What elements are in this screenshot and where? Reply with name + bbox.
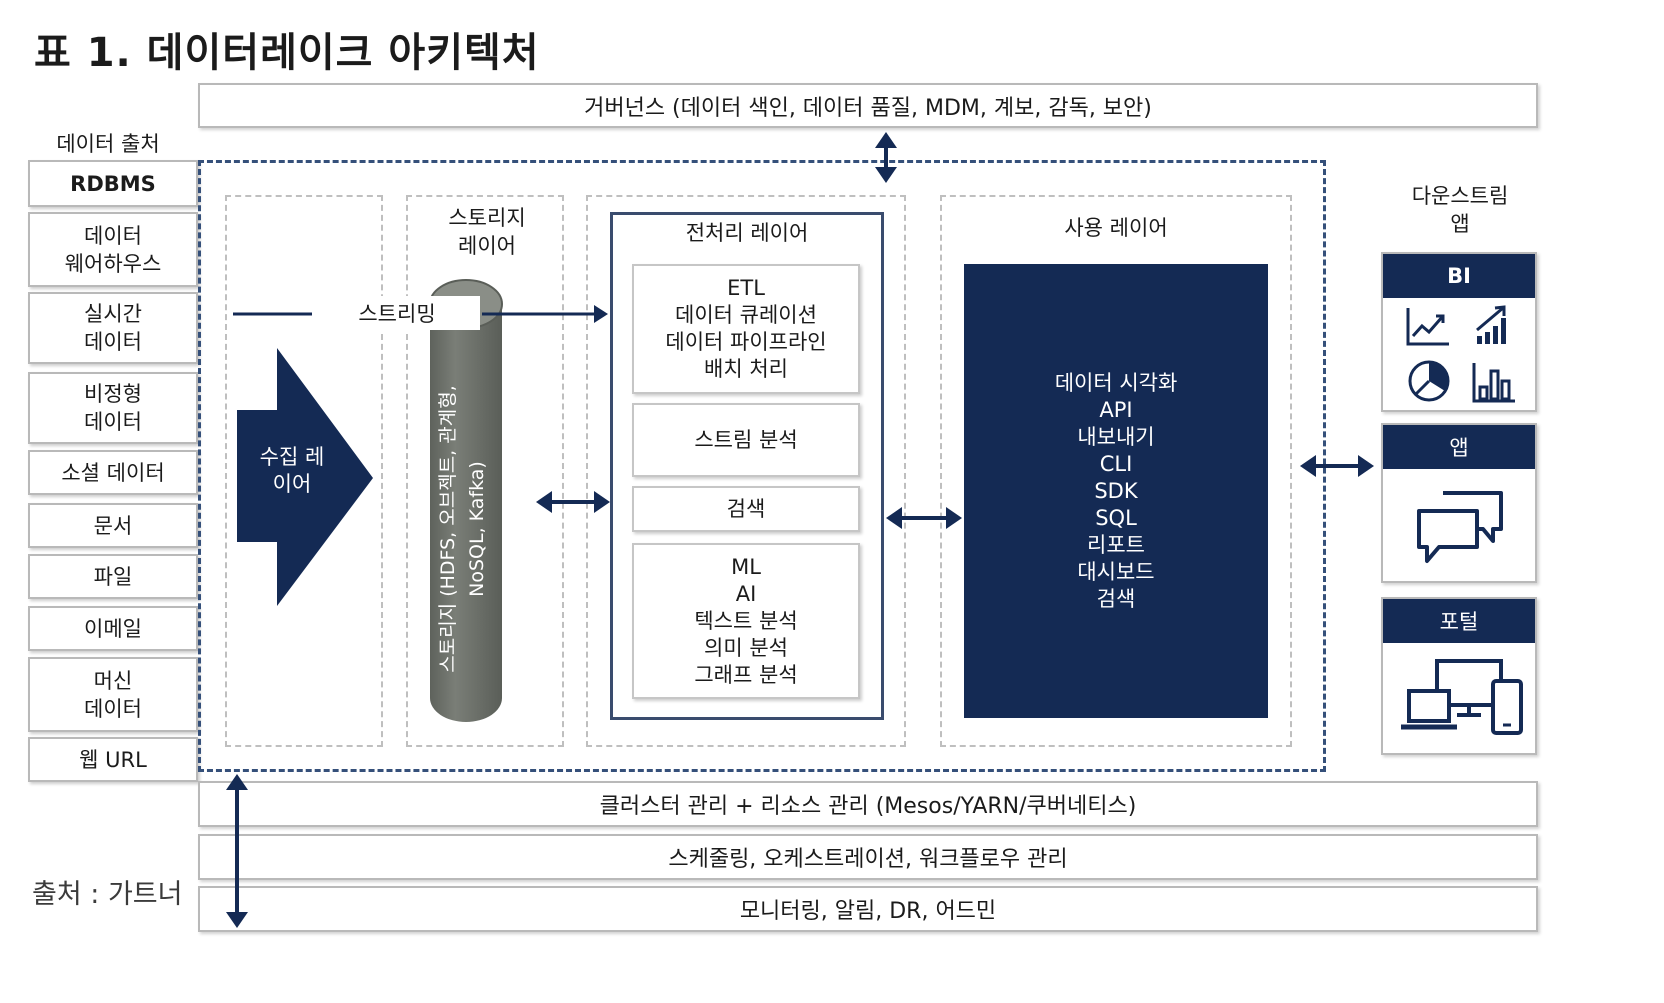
bar-trend-icon — [1476, 305, 1506, 344]
monitoring-bar: 모니터링, 알림, DR, 어드민 — [198, 886, 1538, 932]
source-credit: 출처 : 가트너 — [32, 879, 183, 910]
ingestion-layer-column — [225, 195, 383, 747]
app-card: 앱 — [1381, 423, 1537, 583]
source-realtime-data: 실시간 데이터 — [28, 292, 198, 364]
chat-bubbles-icon — [1417, 491, 1503, 563]
line-chart-icon — [1406, 308, 1449, 346]
source-rdbms: RDBMS — [28, 160, 198, 207]
ml-ai-box: ML AI 텍스트 분석 의미 분석 그래프 분석 — [632, 543, 860, 699]
portal-card: 포털 — [1381, 597, 1537, 755]
streaming-arrowhead — [594, 305, 608, 323]
governance-bar: 거버넌스 (데이터 색인, 데이터 품질, MDM, 계보, 감독, 보안) — [198, 83, 1538, 128]
diagram-title: 표 1. 데이터레이크 아키텍처 — [34, 30, 540, 76]
app-card-label: 앱 — [1383, 425, 1535, 469]
source-social-data: 소셜 데이터 — [28, 450, 198, 495]
streaming-label: 스트리밍 — [314, 296, 480, 330]
serving-layer-label: 사용 레이어 — [1064, 216, 1168, 240]
ingestion-arrow — [237, 348, 373, 606]
pie-chart-icon — [1408, 360, 1450, 402]
search-box: 검색 — [632, 486, 860, 532]
storage-layer-column — [406, 195, 564, 747]
portal-card-label: 포털 — [1383, 599, 1535, 643]
source-email: 이메일 — [28, 606, 198, 651]
source-web-url: 웹 URL — [28, 737, 198, 782]
source-documents: 문서 — [28, 503, 198, 548]
etl-box: ETL 데이터 큐레이션 데이터 파이프라인 배치 처리 — [632, 264, 860, 394]
source-machine-data: 머신 데이터 — [28, 657, 198, 732]
processing-layer-label: 전처리 레이어 — [685, 221, 809, 245]
stream-analytics-box: 스트림 분석 — [632, 403, 860, 477]
serving-layer-column — [940, 195, 1292, 747]
processing-layer-column — [586, 195, 906, 747]
cluster-management-bar: 클러스터 관리 + 리소스 관리 (Mesos/YARN/쿠버네티스) — [198, 781, 1538, 827]
bi-card-label: BI — [1383, 254, 1535, 298]
bi-card: BI — [1381, 252, 1537, 412]
scheduling-bar: 스케줄링, 오케스트레이션, 워크플로우 관리 — [198, 834, 1538, 880]
storage-layer-label: 스토리지 레이어 — [448, 206, 526, 258]
ingestion-layer-label: 수집 레 이어 — [259, 445, 325, 496]
source-unstructured-data: 비정형 데이터 — [28, 372, 198, 444]
bar-chart-icon — [1472, 363, 1515, 403]
devices-icon — [1401, 659, 1523, 735]
serving-items-box: 데이터 시각화 API 내보내기 CLI SDK SQL 리포트 대시보드 검색 — [964, 264, 1268, 718]
sources-header: 데이터 출처 — [56, 132, 160, 156]
source-files: 파일 — [28, 554, 198, 599]
storage-cylinder-text: 스토리지 (HDFS, 오브젝트, 관계형, NoSQL, Kafka) — [437, 385, 488, 673]
downstream-header: 다운스트림 앱 — [1411, 184, 1509, 236]
source-data-warehouse: 데이터 웨어하우스 — [28, 212, 198, 287]
